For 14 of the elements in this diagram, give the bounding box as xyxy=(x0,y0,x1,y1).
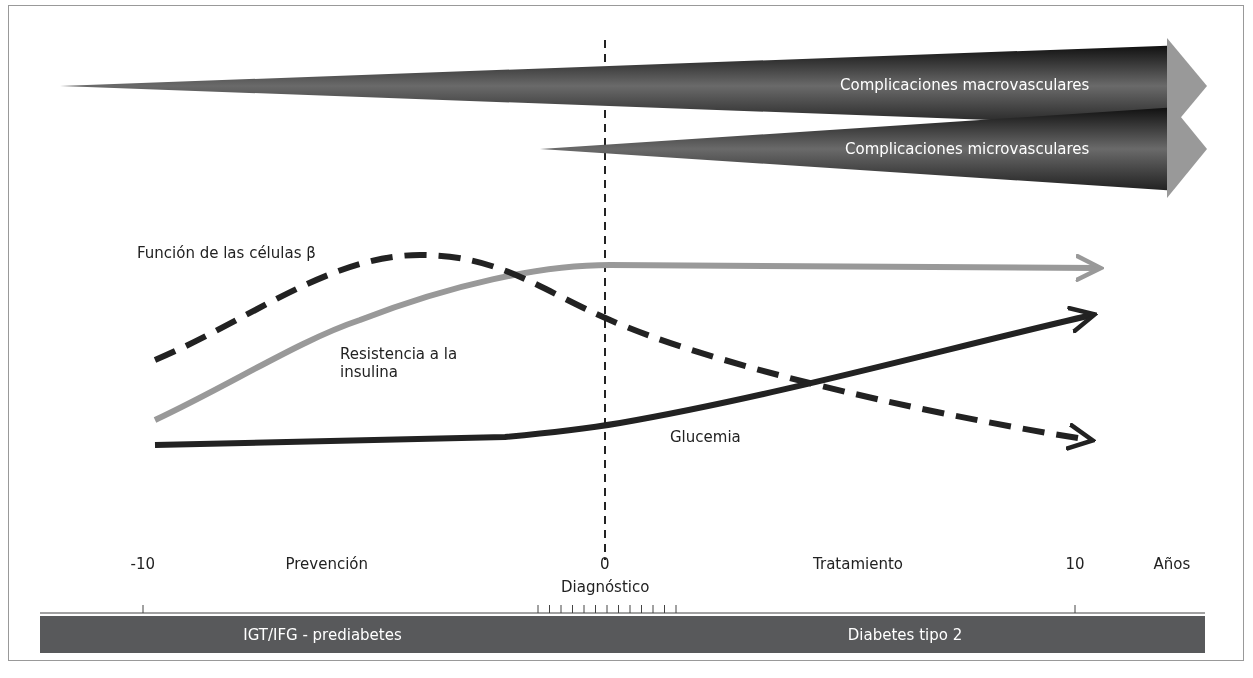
axis-number: -10 xyxy=(130,555,155,573)
diabetes-band: Diabetes tipo 2 xyxy=(605,616,1205,653)
period-label: Tratamiento xyxy=(813,555,903,573)
axis-unit: Años xyxy=(1153,555,1191,573)
curve-label: Glucemia xyxy=(670,428,741,446)
wedge-label: Complicaciones microvasculares xyxy=(845,140,1090,158)
wedge-label: Complicaciones macrovasculares xyxy=(840,76,1090,94)
period-label: Prevención xyxy=(285,555,369,573)
prediabetes-band: IGT/IFG - prediabetes xyxy=(40,616,605,653)
curve-label: Resistencia a la insulina xyxy=(340,345,459,381)
axis-number: 10 xyxy=(1065,555,1085,573)
axis-label: Diagnóstico xyxy=(561,578,650,596)
curve-label: Función de las células β xyxy=(137,244,316,262)
axis-number: 0 xyxy=(600,555,610,573)
